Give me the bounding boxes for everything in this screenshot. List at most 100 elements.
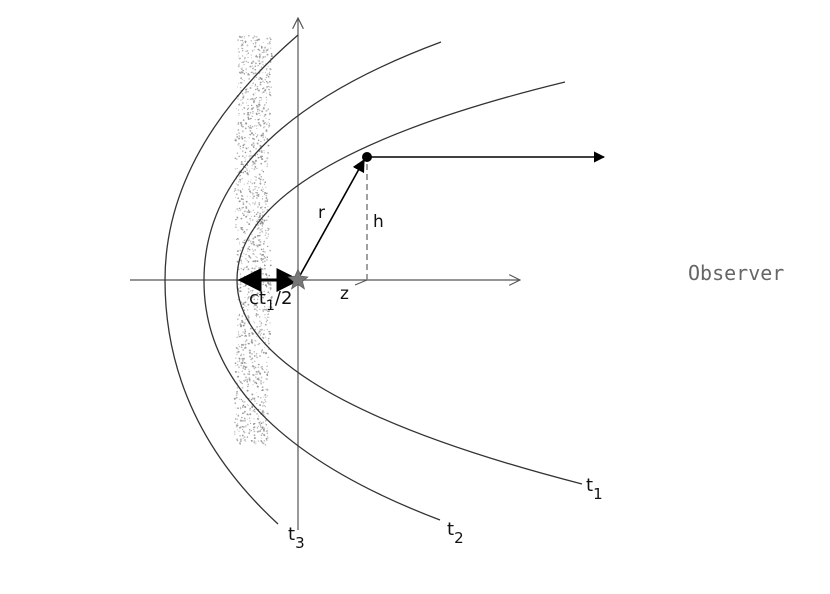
dust-grain: [250, 108, 253, 111]
dust-grain: [268, 112, 270, 114]
dust-grain: [243, 357, 245, 360]
dust-grain: [267, 342, 270, 345]
dust-grain: [266, 49, 269, 52]
dust-grain: [249, 99, 251, 101]
dust-grain: [240, 406, 241, 408]
dust-grain: [258, 62, 261, 65]
dust-grain: [239, 435, 241, 437]
dust-grain: [254, 119, 256, 121]
dust-grain: [261, 60, 264, 63]
dust-grain: [248, 414, 250, 416]
dust-grain: [258, 53, 261, 55]
dust-grain: [252, 142, 255, 145]
dust-grain: [238, 132, 241, 135]
dust-grain: [259, 77, 262, 79]
dust-grain: [239, 286, 242, 289]
dust-grain: [266, 439, 268, 441]
dust-grain: [248, 238, 250, 240]
dust-grain: [258, 202, 260, 204]
dust-grain: [242, 212, 244, 214]
dust-grain: [242, 95, 245, 98]
dust-grain: [241, 229, 244, 231]
dust-grain: [266, 69, 268, 71]
dust-grain: [243, 436, 246, 438]
dust-grain: [265, 96, 267, 98]
dust-grain: [260, 176, 263, 178]
dust-grain: [235, 365, 237, 367]
dust-grain: [241, 55, 244, 57]
dust-grain: [258, 89, 260, 91]
dust-grain: [241, 227, 243, 229]
dust-grain: [237, 418, 239, 420]
dust-grain: [237, 48, 240, 50]
dust-grain: [256, 219, 258, 221]
dust-grain: [236, 426, 238, 428]
dust-grain: [243, 112, 246, 115]
dust-grain: [271, 296, 273, 298]
dust-grain: [251, 167, 253, 170]
dust-grain: [245, 426, 247, 428]
dust-grain: [253, 355, 256, 357]
dust-grain: [244, 41, 247, 44]
dust-grain: [243, 322, 246, 325]
dust-grain: [267, 374, 269, 377]
dust-grain: [260, 351, 263, 353]
dust-grain: [267, 229, 269, 232]
dust-grain: [266, 435, 268, 437]
dust-grain: [252, 384, 254, 386]
dust-grain: [235, 183, 237, 185]
dust-grain: [267, 228, 270, 230]
r-vector: [297, 158, 365, 280]
label-z: z: [340, 284, 349, 304]
dust-grain: [256, 309, 258, 312]
dust-grain: [265, 123, 268, 126]
dust-grain: [239, 325, 242, 328]
dust-grain: [254, 85, 256, 87]
dust-grain: [266, 53, 269, 56]
dust-grain: [240, 217, 243, 220]
dust-grain: [244, 301, 247, 304]
dust-grain: [241, 43, 243, 45]
dust-grain: [246, 168, 248, 170]
dust-grain: [262, 428, 265, 431]
dust-grain: [237, 414, 240, 417]
dust-grain: [254, 201, 257, 203]
dust-grain: [255, 97, 257, 99]
dust-grain: [238, 207, 241, 210]
dust-grain: [246, 169, 248, 171]
label-t2: t2: [447, 519, 464, 547]
dust-grain: [244, 379, 247, 381]
dust-grain: [258, 239, 260, 241]
z-tick: [354, 279, 368, 286]
dust-grain: [243, 58, 246, 60]
dust-grain: [234, 421, 236, 424]
dust-grain: [246, 385, 249, 388]
dust-grain: [237, 393, 239, 395]
dust-grain: [267, 48, 269, 50]
dust-grain: [238, 135, 241, 137]
dust-grain: [267, 73, 269, 75]
dust-grain: [259, 124, 261, 126]
dust-grain: [258, 112, 260, 115]
dust-grain: [239, 290, 241, 292]
dust-grain: [241, 434, 244, 437]
dust-grain: [253, 49, 255, 51]
observer-label: Observer: [688, 261, 784, 285]
dust-grain: [245, 68, 247, 70]
dust-grain: [267, 86, 269, 88]
dust-grain: [256, 197, 258, 199]
dust-grain: [254, 39, 256, 42]
dust-grain: [258, 372, 261, 375]
dust-grain: [258, 430, 260, 432]
dust-grain: [245, 305, 247, 307]
dust-grain: [264, 55, 267, 58]
dust-grain: [258, 103, 260, 106]
dust-grain: [258, 281, 261, 284]
dust-grain: [249, 408, 251, 411]
dust-grain: [244, 57, 246, 59]
dust-grain: [237, 344, 239, 346]
dust-grain: [259, 421, 262, 423]
dust-grain: [262, 261, 264, 263]
dust-grain: [248, 137, 250, 139]
